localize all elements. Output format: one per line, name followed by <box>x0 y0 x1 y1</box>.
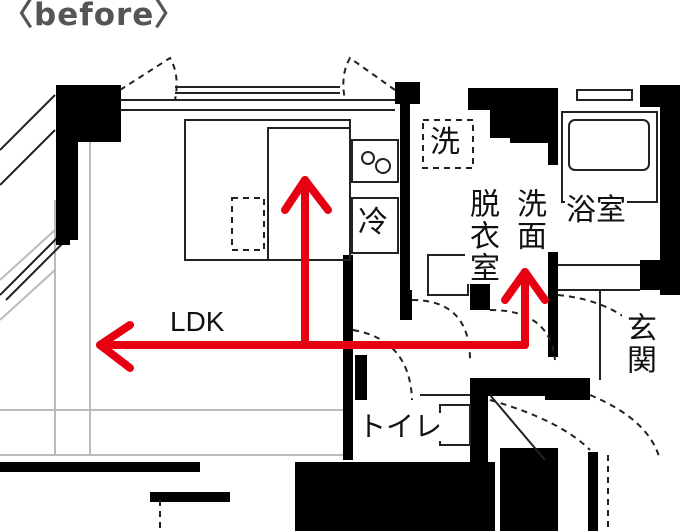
arrow-head-left <box>96 321 134 372</box>
room-label-fridge: 冷 <box>357 205 389 240</box>
circulation-arrows <box>96 176 549 372</box>
arrow-head-washroom <box>501 268 549 304</box>
room-label-washbasin: 洗面 <box>511 188 546 252</box>
room-label-washer: 洗 <box>430 125 460 160</box>
interior-lines <box>120 86 658 461</box>
plan-heading: 〈before〉 <box>2 0 187 33</box>
arrow-head-kitchen <box>281 176 332 214</box>
grid-lines <box>0 140 350 456</box>
room-label-bathroom: 浴室 <box>565 193 627 228</box>
room-label-dressing: 脱衣室 <box>464 188 499 284</box>
walls <box>0 82 680 531</box>
door-swings <box>119 56 661 531</box>
room-label-toilet: トイレ <box>357 410 444 443</box>
room-label-ldk: LDK <box>170 306 225 337</box>
window-diagonal <box>0 94 67 301</box>
room-label-entrance: 玄関 <box>621 312 656 376</box>
